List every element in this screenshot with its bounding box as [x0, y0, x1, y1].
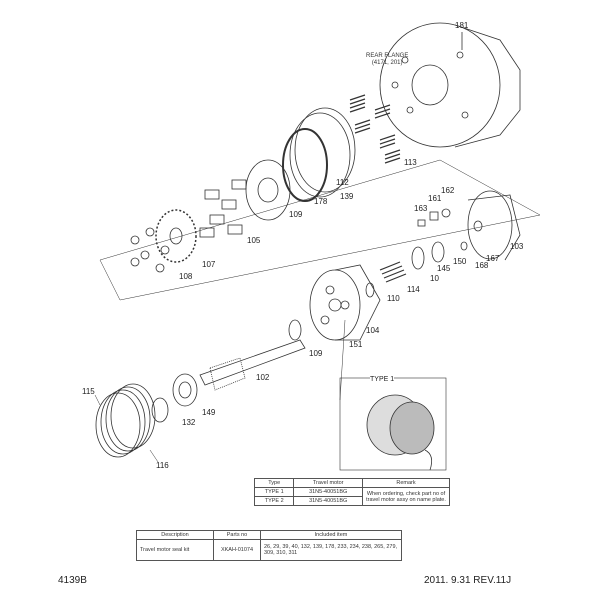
travel-motor-cell: 31N5-40051BG: [293, 487, 363, 497]
seal-kit-table: Description Parts no Included item Trave…: [136, 530, 402, 561]
callout-110: 110: [387, 294, 400, 303]
callout-168: 168: [475, 261, 489, 270]
brake-piston-drawing: [289, 112, 351, 198]
callout-167: 167: [486, 254, 500, 263]
callout-114: 114: [407, 285, 420, 294]
table-row: TYPE 1 31N5-40051BG When ordering, check…: [253, 487, 450, 506]
drive-shaft-drawing: [199, 339, 306, 391]
leader-lines: [94, 159, 541, 463]
description-header: Description: [136, 530, 214, 540]
springs-drawing: [349, 94, 401, 164]
revision-date: 2011. 9.31 REV.11J: [424, 575, 512, 586]
callout-109b: 109: [309, 349, 323, 358]
included-item-header: Included item: [260, 530, 402, 540]
callout-145: 145: [437, 264, 451, 273]
callout-115: 115: [82, 387, 95, 396]
callout-132: 132: [182, 418, 196, 427]
shoe-set-drawing: [130, 227, 170, 273]
valve-plate-drawing: [245, 159, 291, 221]
callout-149: 149: [202, 408, 216, 417]
travel-motor-header: Travel motor: [293, 478, 363, 488]
type-header: Type: [253, 478, 295, 488]
friction-disc-pack-drawing: [95, 383, 156, 458]
rear-flange-drawing: [379, 22, 521, 148]
retainer-plate-drawing: [155, 209, 197, 263]
piston-set-drawing: [199, 179, 247, 238]
callout-178: 178: [314, 197, 328, 206]
table-row: Travel motor seal kit XKAH-01074 26, 29,…: [136, 539, 402, 561]
callout-113: 113: [404, 158, 417, 167]
o-ring-drawing: [282, 128, 328, 202]
travel-motor-cell: 31N5-40051BG: [293, 496, 363, 506]
cylinder-block-drawing: [309, 264, 381, 341]
callout-116: 116: [156, 461, 169, 470]
callout-102: 102: [256, 373, 270, 382]
type-cell: TYPE 2: [253, 496, 295, 506]
callout-139: 139: [340, 192, 354, 201]
remark-cell: When ordering, check part no of travel m…: [362, 487, 450, 506]
callout-10: 10: [430, 274, 439, 283]
rear-flange-note: REAR FLANGE (4171, 201): [366, 53, 408, 67]
callout-103: 103: [510, 242, 524, 251]
callout-104: 104: [366, 326, 380, 335]
rear-flange-label: REAR FLANGE: [366, 53, 409, 59]
type1-label: TYPE 1: [370, 376, 395, 383]
cover-drawing: [467, 190, 513, 260]
page-code: 4139B: [58, 575, 87, 586]
parts-no-header: Parts no: [213, 530, 261, 540]
callout-181: 181: [455, 21, 469, 30]
callout-112: 112: [336, 178, 349, 187]
type-table: Type Travel motor Remark TYPE 1 31N5-400…: [253, 478, 450, 506]
rear-flange-ref: (4171, 201): [371, 60, 403, 66]
callout-109: 109: [289, 210, 303, 219]
callout-162: 162: [441, 186, 455, 195]
description-cell: Travel motor seal kit: [136, 539, 214, 561]
callout-150: 150: [453, 257, 467, 266]
type-cell: TYPE 1: [253, 487, 295, 497]
callout-108: 108: [179, 272, 193, 281]
callout-151: 151: [349, 340, 363, 349]
callout-163: 163: [414, 204, 428, 213]
callout-107: 107: [202, 260, 216, 269]
remark-header: Remark: [362, 478, 450, 488]
table-row: TYPE 2 31N5-40051BG: [253, 496, 450, 506]
parts-no-cell: XKAH-01074: [213, 539, 261, 561]
callout-161: 161: [428, 194, 442, 203]
included-items-cell: 26, 29, 39, 40, 132, 139, 178, 233, 234,…: [260, 539, 402, 561]
type1-motor-drawing: [339, 377, 447, 471]
callout-105: 105: [247, 236, 261, 245]
